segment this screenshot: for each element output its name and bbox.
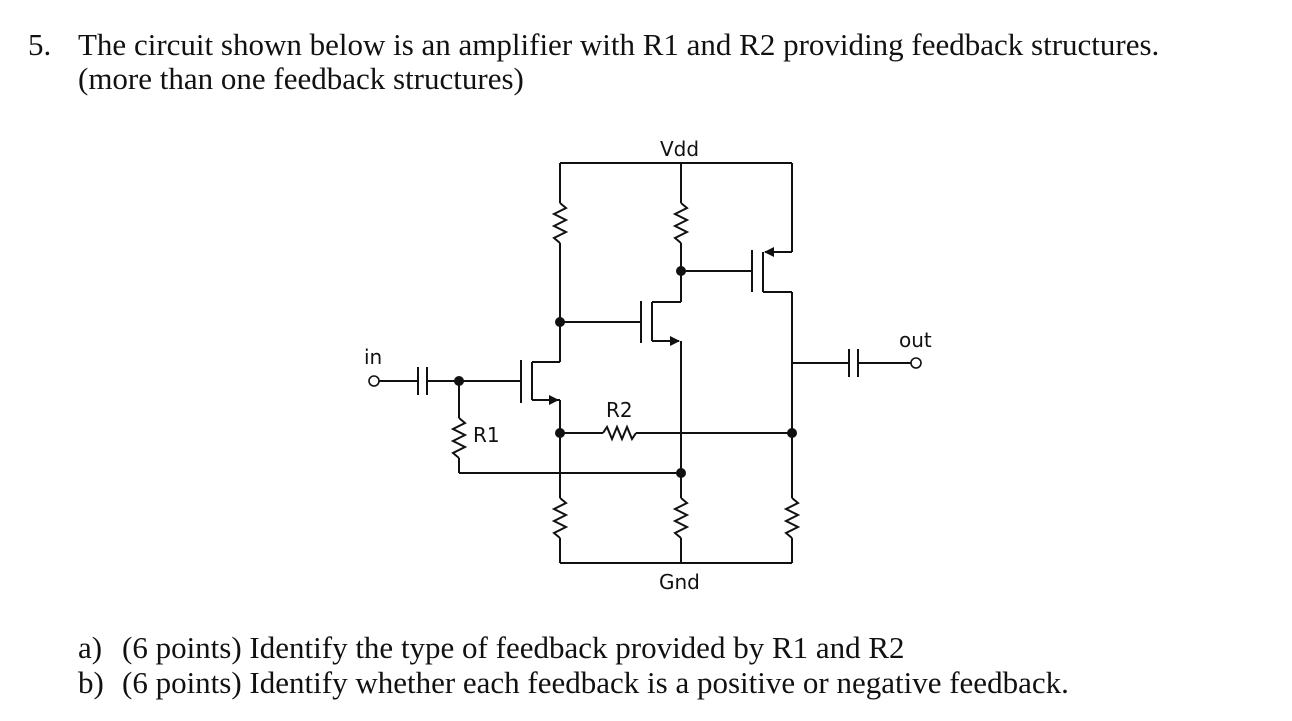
resistor-rd2 (672, 163, 690, 302)
resistor-rs1 (551, 497, 569, 563)
resistor-rs2 (672, 497, 690, 563)
input-terminal (368, 375, 380, 387)
out-label: out (899, 328, 932, 352)
resistor-rl (783, 497, 801, 563)
question-a-text: (6 points) Identify the type of feedback… (122, 630, 905, 665)
problem-number: 5. (28, 27, 52, 62)
resistor-r2 (602, 424, 637, 442)
problem-statement-line1: The circuit shown below is an amplifier … (78, 27, 1160, 62)
resistor-r1 (450, 381, 468, 473)
resistor-rd1 (551, 163, 569, 362)
vdd-label: Vdd (660, 137, 699, 161)
gnd-label: Gnd (659, 570, 700, 594)
transistor-m3 (751, 247, 792, 293)
input-capacitor (417, 367, 428, 395)
transistor-m2 (640, 301, 681, 346)
problem-statement-line2: (more than one feedback structures) (78, 61, 524, 96)
question-b-label: b) (78, 665, 104, 700)
r2-label: R2 (606, 398, 633, 422)
r1-label: R1 (473, 423, 500, 447)
question-b-text: (6 points) Identify whether each feedbac… (122, 665, 1069, 700)
node-m2-source (676, 468, 686, 478)
output-capacitor (848, 349, 859, 377)
question-a-label: a) (78, 630, 103, 665)
output-terminal (910, 357, 922, 369)
node-output (787, 428, 797, 438)
transistor-m1 (520, 360, 560, 405)
in-label: in (364, 345, 382, 369)
